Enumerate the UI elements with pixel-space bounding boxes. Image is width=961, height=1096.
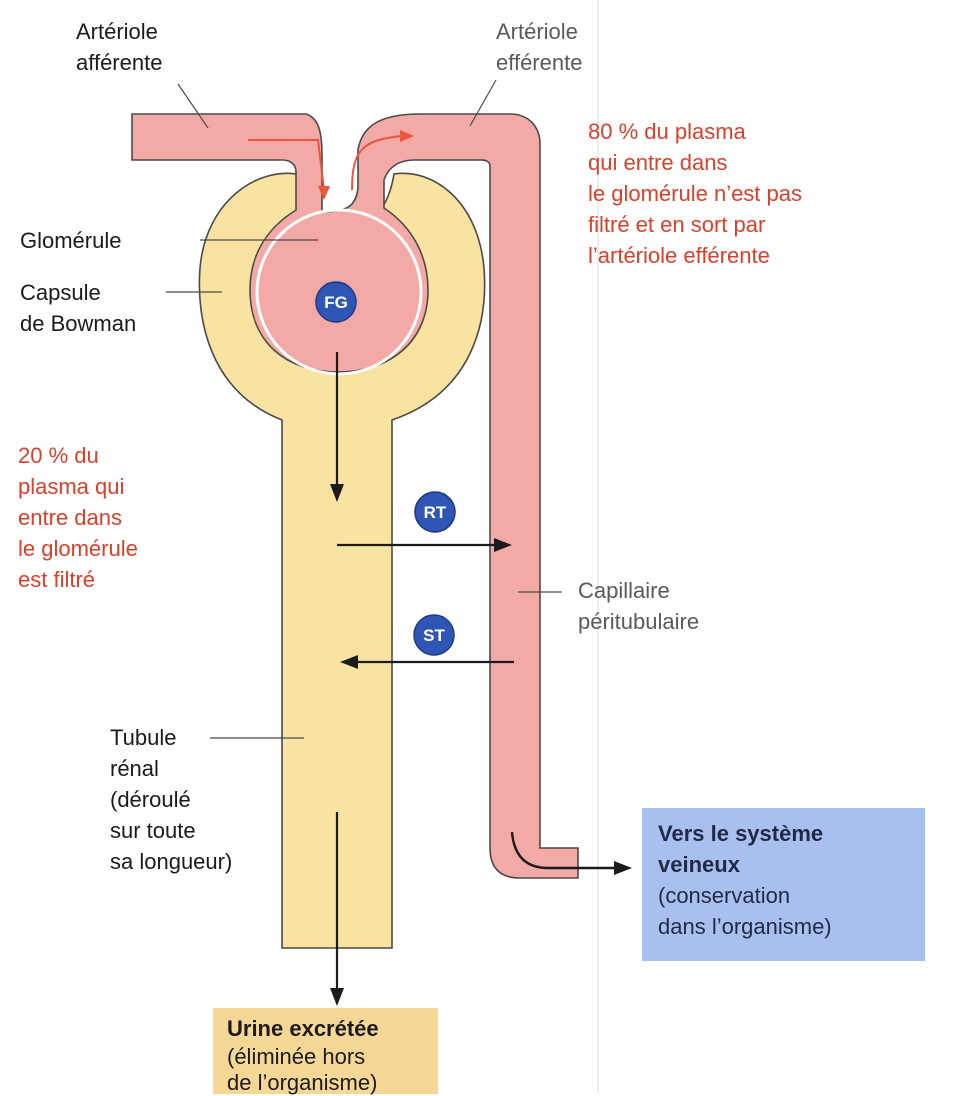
venous-return-arrowhead — [614, 861, 632, 875]
rt-badge-label: RT — [424, 503, 447, 522]
vein-box: Vers le système veineux (conservation da… — [642, 808, 925, 961]
st-badge-label: ST — [423, 626, 445, 645]
plasma-20-note: 20 % du plasma qui entre dans le gloméru… — [18, 440, 138, 595]
vein-box-title: Vers le système veineux — [658, 818, 925, 880]
arteriole-efferente-label: Artériole efférente — [496, 16, 582, 78]
urine-box-title: Urine excrétée — [227, 1013, 438, 1044]
glomerule-label: Glomérule — [20, 225, 121, 256]
urine-box-subtitle: (éliminée hors de l’organisme) — [227, 1044, 438, 1096]
capsule-bowman-label: Capsule de Bowman — [20, 277, 136, 339]
tubule-renal-label: Tubule rénal (déroulé sur toute sa longu… — [110, 722, 232, 877]
urine-box: Urine excrétée (éliminée hors de l’organ… — [213, 1008, 438, 1094]
vein-box-subtitle: (conservation dans l’organisme) — [658, 880, 925, 942]
arteriole-afferente-label: Artériole afférente — [76, 16, 162, 78]
excretion-arrowhead — [330, 988, 344, 1006]
plasma-80-note: 80 % du plasma qui entre dans le gloméru… — [588, 116, 802, 271]
rt-badge: RT — [415, 492, 455, 532]
fg-badge: FG — [316, 282, 356, 322]
capillaire-peritubulaire-label: Capillaire péritubulaire — [578, 575, 699, 637]
fg-badge-label: FG — [324, 293, 348, 312]
st-badge: ST — [414, 615, 454, 655]
